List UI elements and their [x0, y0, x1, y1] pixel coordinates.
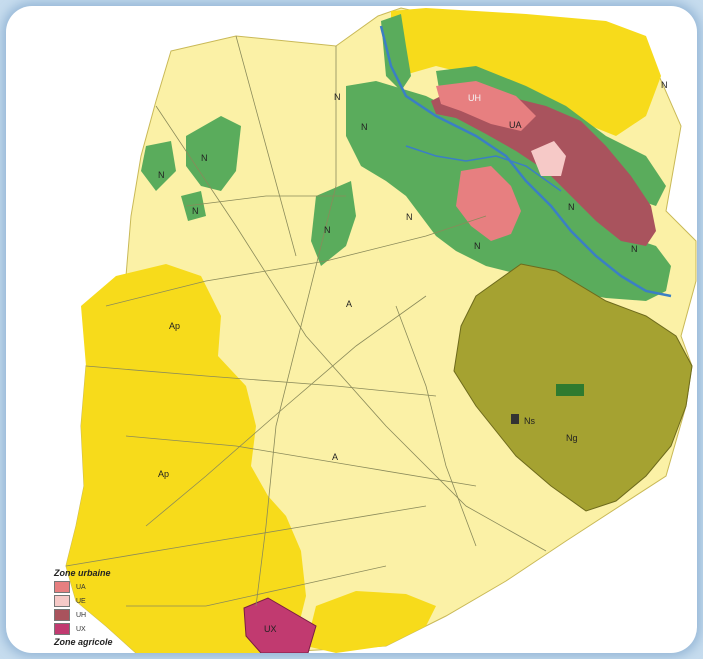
- label-ns: Ns: [524, 416, 535, 426]
- legend-code-ue: UE: [76, 597, 86, 605]
- label-n-west-2: N: [158, 170, 165, 180]
- label-ap-west-upper: Ap: [169, 321, 180, 331]
- legend-swatch-ux: [54, 623, 70, 635]
- map-legend: Zone urbaine UA UE UH UX Zone agricole: [54, 568, 144, 653]
- label-a-center: A: [346, 299, 352, 309]
- legend-code-ux: UX: [76, 625, 86, 633]
- zone-n-center: [311, 181, 356, 266]
- zone-n-west-2: [141, 141, 176, 191]
- label-a-south: A: [332, 452, 338, 462]
- zone-ua-2: [456, 166, 521, 241]
- zone-n-west-3: [181, 191, 206, 221]
- legend-subtitle: Zone agricole: [54, 637, 113, 647]
- legend-title: Zone urbaine: [54, 568, 111, 578]
- zone-ap-northeast: [391, 8, 661, 136]
- zone-n-north: [381, 14, 411, 91]
- label-n-south: N: [474, 241, 481, 251]
- label-n-west-3: N: [192, 206, 199, 216]
- roads: [65, 35, 547, 607]
- zone-ua-1: [436, 81, 536, 131]
- zone-ap-south: [306, 591, 436, 653]
- legend-swatch-ue: [54, 595, 70, 607]
- label-ap-west-lower: Ap: [158, 469, 169, 479]
- legend-item-ux: UX: [54, 623, 144, 635]
- zoning-map[interactable]: Ap Ap A A N N N N N N N N N N N Ng Ns UH…: [6, 6, 697, 653]
- label-n-north: N: [334, 92, 341, 102]
- legend-item-ue: UE: [54, 595, 144, 607]
- river-branch: [405, 145, 562, 192]
- label-ng: Ng: [566, 433, 578, 443]
- legend-swatch-uh: [54, 609, 70, 621]
- label-n-east: N: [661, 80, 668, 90]
- river: [379, 25, 672, 298]
- label-n-west-1: N: [201, 153, 208, 163]
- legend-item-uh: UH: [54, 609, 144, 621]
- label-n-east-2: N: [568, 202, 575, 212]
- label-n-river: N: [361, 122, 368, 132]
- label-n-east-3: N: [631, 244, 638, 254]
- legend-item-ua: UA: [54, 581, 144, 593]
- label-n-river-2: N: [406, 212, 413, 222]
- label-n-center: N: [324, 225, 331, 235]
- zone-ue: [531, 141, 566, 176]
- label-uh: UH: [468, 93, 481, 103]
- zone-n-patch-ng: [556, 384, 584, 396]
- legend-code-ua: UA: [76, 583, 86, 591]
- legend-code-uh: UH: [76, 611, 87, 619]
- legend-swatch-ua: [54, 581, 70, 593]
- zone-ux: [243, 597, 317, 653]
- zone-ns-patch: [511, 414, 519, 424]
- label-ua: UA: [509, 120, 522, 130]
- label-ux: UX: [264, 624, 277, 634]
- map-frame: Ap Ap A A N N N N N N N N N N N Ng Ns UH…: [6, 6, 697, 653]
